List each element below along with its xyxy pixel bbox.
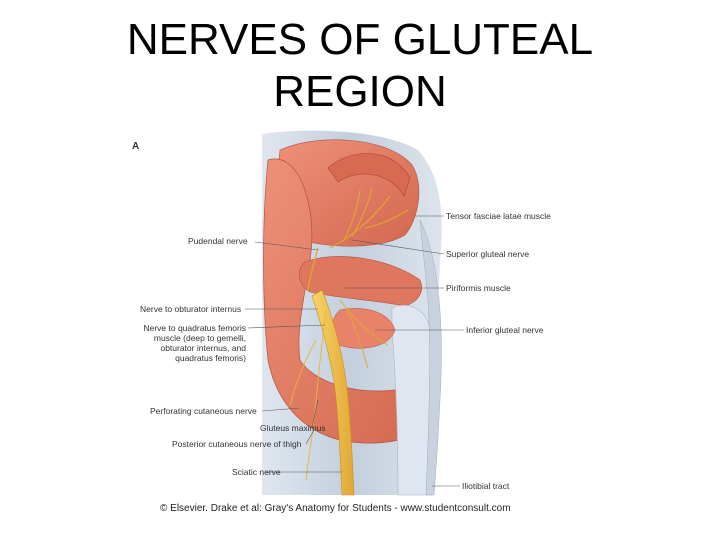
superior-gluteal-nerve <box>329 187 409 249</box>
posterior-cutaneous-nerve <box>289 309 327 481</box>
title-line-1: NERVES OF GLUTEAL <box>126 15 594 64</box>
label-pudendal-nerve: Pudendal nerve <box>188 236 248 246</box>
label-perforating-cutaneous-nerve: Perforating cutaneous nerve <box>150 406 257 416</box>
label-superior-gluteal-nerve: Superior gluteal nerve <box>446 249 530 259</box>
title-line-2: REGION <box>273 67 447 116</box>
inferior-gluteal-nerve <box>339 299 389 369</box>
label-inferior-gluteal-nerve: Inferior gluteal nerve <box>466 325 544 335</box>
femur-bone <box>391 304 433 496</box>
leader-lines <box>245 215 464 487</box>
label-tensor-fasciae-latae: Tensor fasciae latae muscle <box>446 211 551 221</box>
label-nerve-quadratus-femoris: Nerve to quadratus femoris muscle (deep … <box>143 323 246 363</box>
sciatic-nerve <box>311 289 355 496</box>
figure-letter: A <box>132 141 140 152</box>
image-credit: © Elsevier. Drake et al: Gray's Anatomy … <box>160 503 511 514</box>
pudendal-nerve <box>307 247 319 291</box>
slide-title: NERVES OF GLUTEAL REGION <box>0 14 720 118</box>
label-iliotibial-tract: Iliotibial tract <box>462 481 510 491</box>
label-nerve-obturator-internus: Nerve to obturator internus <box>140 304 242 314</box>
iliotibial-tract <box>419 219 442 496</box>
label-gluteus-maximus: Gluteus maximus <box>260 423 326 433</box>
label-sciatic-nerve: Sciatic nerve <box>232 467 281 477</box>
label-posterior-cutaneous-nerve: Posterior cutaneous nerve of thigh <box>172 439 302 449</box>
label-piriformis-muscle: Piriformis muscle <box>446 283 511 293</box>
